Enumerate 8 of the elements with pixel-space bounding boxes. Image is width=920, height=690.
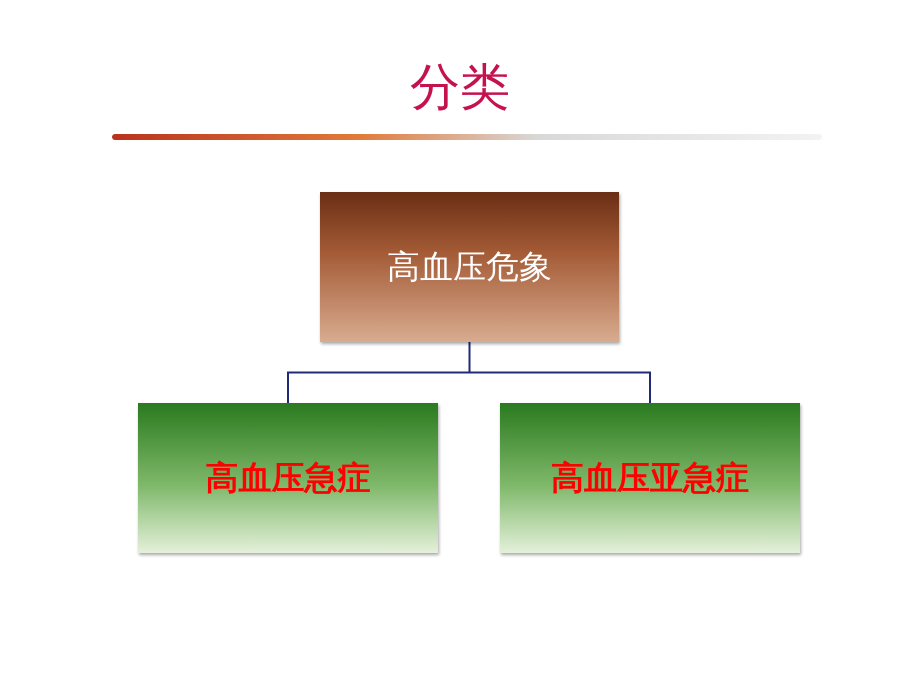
classification-box — [320, 192, 619, 342]
box-label: 高血压急症 — [206, 456, 370, 498]
classification-box — [500, 403, 800, 553]
connector-line — [468, 342, 651, 403]
box-label: 高血压危象 — [387, 246, 552, 288]
slide-title: 分类 — [409, 57, 511, 118]
box-label: 高血压亚急症 — [551, 456, 749, 498]
classification-box — [138, 403, 438, 553]
